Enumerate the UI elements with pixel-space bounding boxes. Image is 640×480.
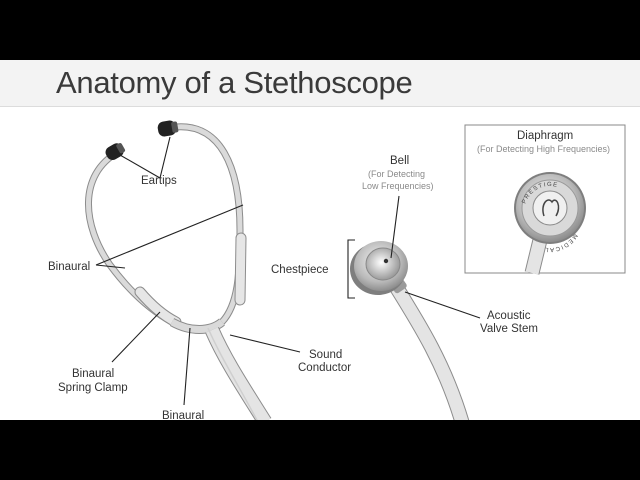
label-bell: Bell [390,155,409,167]
binaural-spring-clamp-leader [111,311,161,363]
label-bell-note-line1: (For Detecting [368,169,425,179]
label-diaphragm-note: (For Detecting High Frequencies) [477,144,610,154]
binaural-lower-leader [183,327,191,406]
eartip-left [105,143,126,160]
label-chestpiece: Chestpiece [271,264,329,276]
label-acoustic-valve-stem-line2: Valve Stem [480,323,538,335]
label-sound-conductor-line1: Sound [309,349,342,361]
label-bell-note-line2: Low Frequencies) [362,181,434,191]
chestpiece-bracket [347,239,355,299]
eartip-right [157,120,179,137]
title-band: Anatomy of a Stethoscope [0,60,640,107]
chestpiece [350,241,470,420]
page-title: Anatomy of a Stethoscope [56,65,413,100]
letterbox-top [0,0,640,60]
acoustic-valve-stem-leader [404,291,481,319]
label-binaural-lower: Binaural [162,410,204,420]
letterbox-bottom [0,420,640,480]
label-eartips: Eartips [141,175,177,187]
stethoscope-headset [85,123,272,420]
bell-leader [390,195,400,259]
leader-lines [95,136,481,406]
sound-conductor-leader [229,334,301,353]
slide: Anatomy of a Stethoscope [0,60,640,420]
label-sound-conductor-line2: Conductor [298,362,351,374]
stethoscope-diagram: PRESTIGE MEDICAL Eartips Binaural Binaur… [48,120,626,420]
label-binaural-spring-clamp-line1: Binaural [72,368,114,380]
binaural-upper-leader-2 [95,264,126,269]
binaural-upper-leader-1 [95,204,244,266]
label-diaphragm: Diaphragm [517,130,573,142]
label-binaural-upper: Binaural [48,261,90,273]
label-acoustic-valve-stem-line1: Acoustic [487,310,531,322]
diaphragm-inset: PRESTIGE MEDICAL [464,124,626,275]
label-binaural-spring-clamp-line2: Spring Clamp [58,382,128,394]
eartips-leader [119,136,171,179]
